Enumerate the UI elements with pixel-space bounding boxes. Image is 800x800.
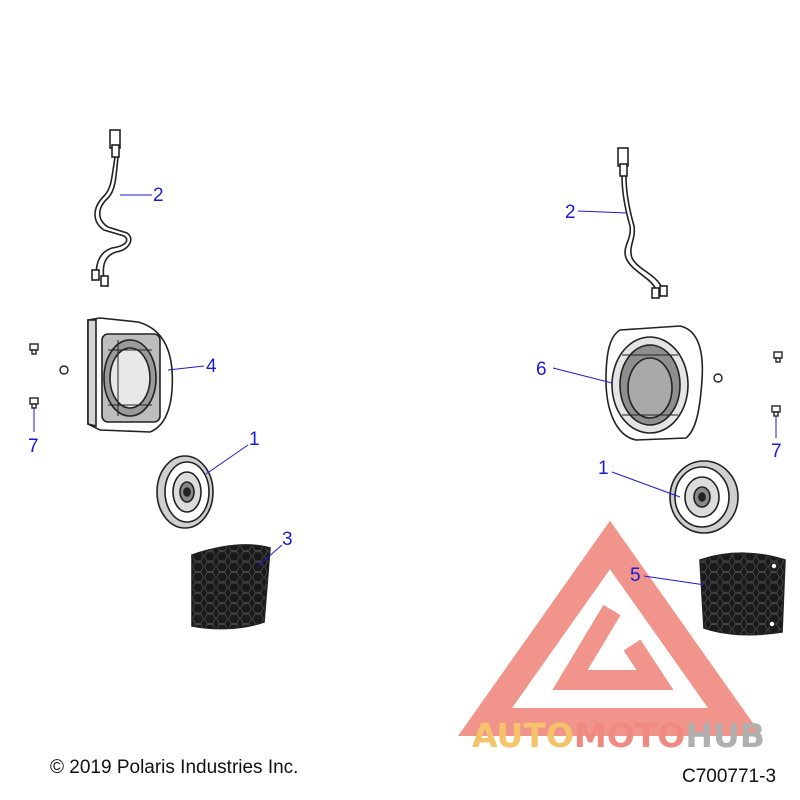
right-grille-leader	[643, 575, 706, 586]
watermark-part-moto: MOTO	[573, 716, 686, 755]
watermark-logo	[457, 520, 763, 736]
callout-left-bolt: 7	[28, 436, 39, 457]
callout-right-speaker: 1	[598, 458, 609, 479]
left-speaker-leader	[205, 444, 249, 475]
right-housing-leader	[552, 367, 613, 384]
callout-right-speaker-housing: 6	[536, 359, 547, 380]
left-grille-leader	[257, 544, 283, 567]
left-speaker	[156, 455, 214, 529]
left-housing-leader	[167, 365, 205, 371]
callout-left-speaker: 1	[249, 429, 260, 450]
right-speaker	[669, 460, 739, 534]
callout-left-grille: 3	[282, 529, 293, 550]
drawing-number: C700771-3	[682, 766, 777, 787]
left-speaker-housing	[87, 317, 174, 433]
copyright-notice: © 2019 Polaris Industries Inc.	[50, 757, 299, 778]
callout-right-wire-harness: 2	[565, 202, 576, 223]
right-speaker-leader	[611, 471, 681, 498]
callout-left-wire-harness: 2	[153, 185, 164, 206]
callout-left-speaker-housing: 4	[206, 356, 217, 377]
right-wire-harness	[617, 147, 668, 299]
callout-right-grille: 5	[630, 565, 641, 586]
watermark-text: AUTOMOTOHUB	[472, 716, 765, 755]
right-bolts	[713, 351, 783, 417]
watermark-part-hub: HUB	[685, 716, 765, 755]
left-bolts	[29, 343, 69, 409]
watermark-part-auto: AUTO	[472, 716, 574, 755]
right-speaker-housing	[605, 325, 704, 441]
right-harness-leader	[577, 210, 628, 214]
left-wire-harness	[91, 129, 132, 287]
left-grille	[191, 544, 271, 630]
callout-right-bolt: 7	[771, 441, 782, 462]
right-grille	[699, 552, 786, 636]
